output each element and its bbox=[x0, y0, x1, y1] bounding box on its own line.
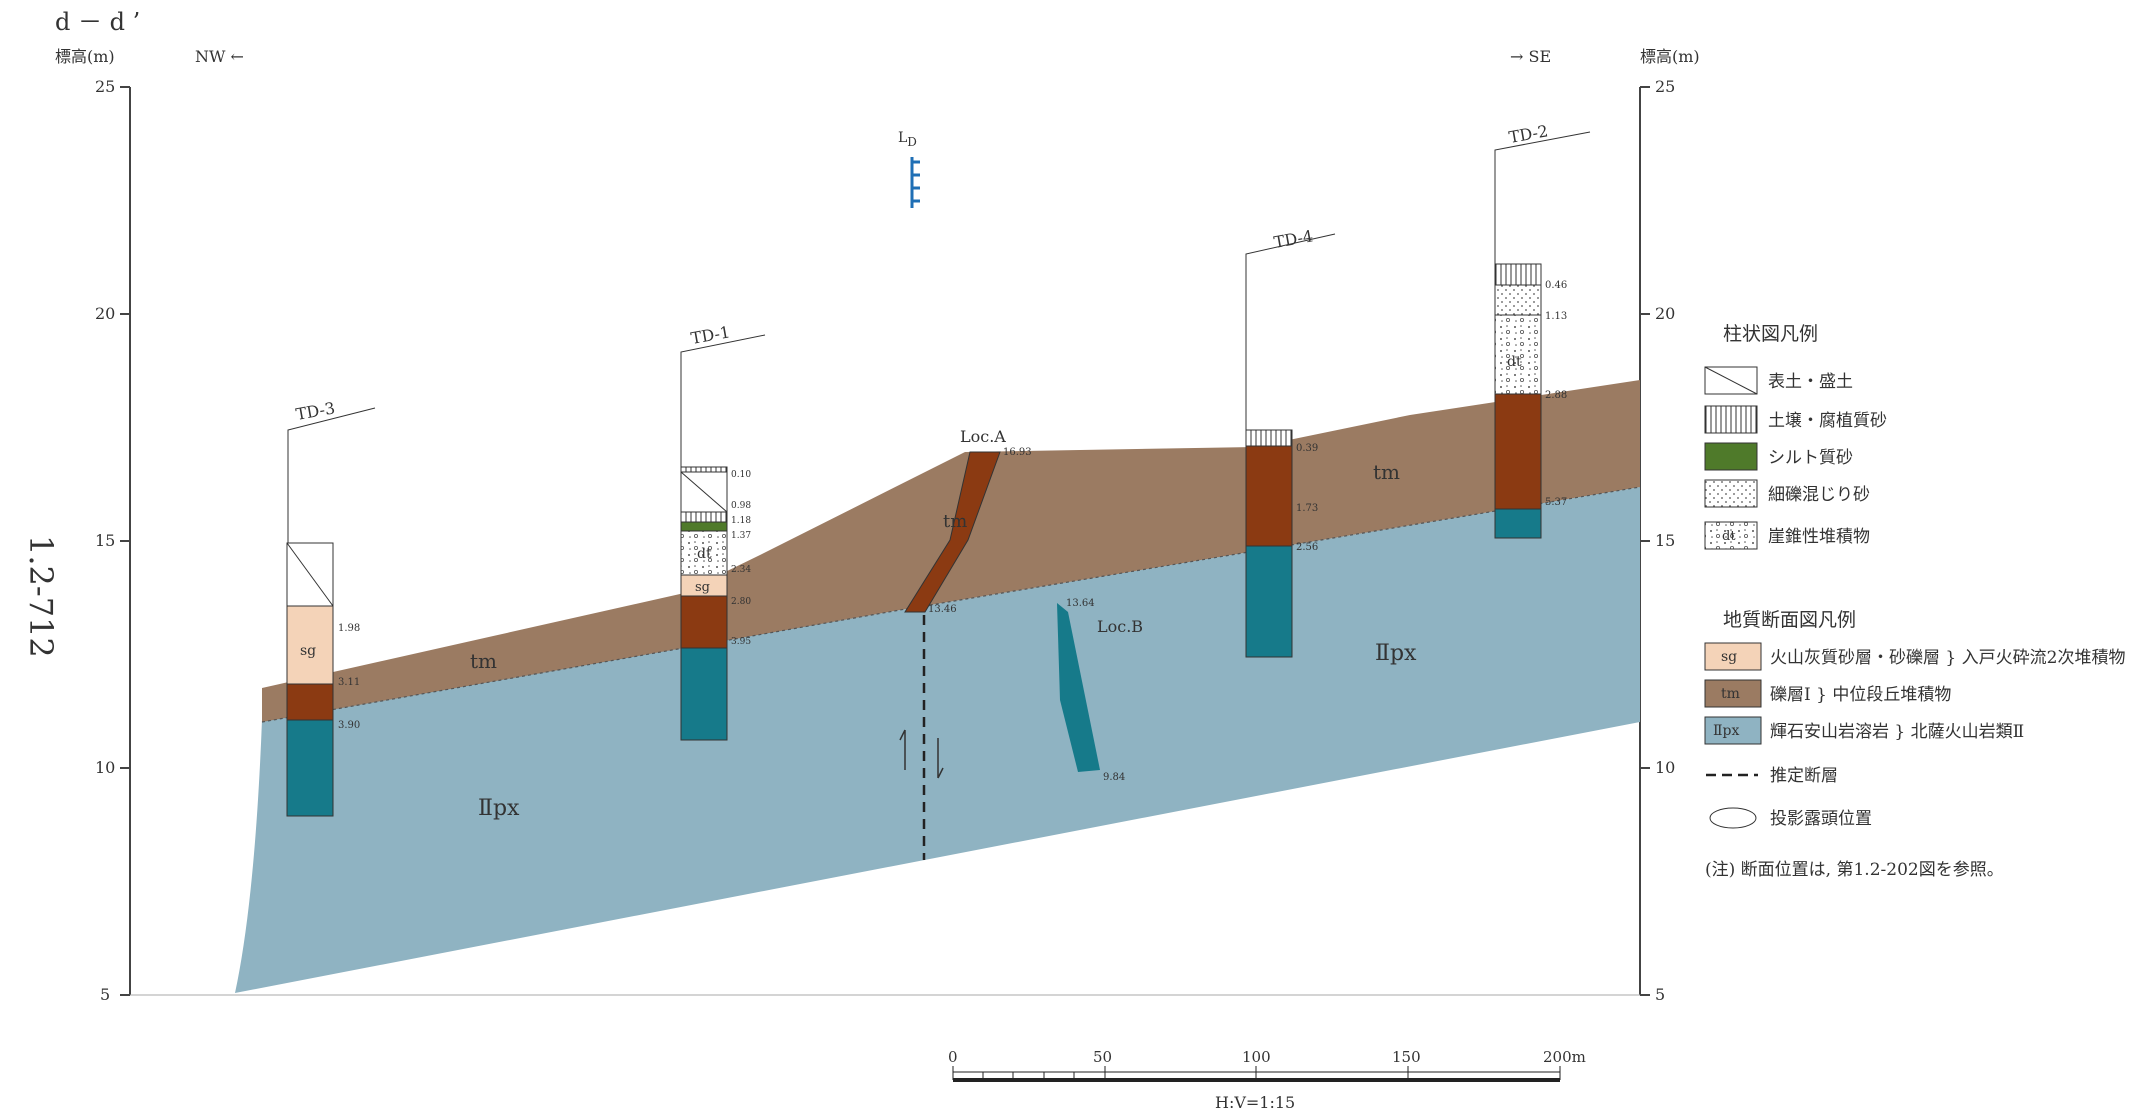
svg-text:2.80: 2.80 bbox=[731, 597, 751, 607]
right-tick-labels: 25 20 15 10 5 bbox=[1655, 77, 1675, 1004]
svg-text:0.98: 0.98 bbox=[731, 501, 751, 511]
svg-text:5.37: 5.37 bbox=[1545, 497, 1567, 508]
svg-text:dt: dt bbox=[1722, 529, 1736, 544]
ld-mark-icon bbox=[910, 157, 920, 208]
tick-label: 5 bbox=[1655, 985, 1665, 1004]
loc-b-top: 13.64 bbox=[1066, 598, 1095, 609]
svg-text:sg: sg bbox=[1721, 649, 1737, 665]
svg-text:細礫混じり砂: 細礫混じり砂 bbox=[1768, 485, 1870, 505]
borehole-td1: TD-1 dt sg 0.10 0.98 1.18 1.37 2.34 2.80… bbox=[680, 322, 766, 741]
svg-text:200m: 200m bbox=[1543, 1048, 1586, 1066]
svg-text:礫層Ⅰ } 中位段丘堆積物: 礫層Ⅰ } 中位段丘堆積物 bbox=[1770, 685, 1951, 705]
svg-text:0.39: 0.39 bbox=[1296, 443, 1318, 454]
svg-text:投影露頭位置: 投影露頭位置 bbox=[1770, 809, 1872, 829]
tm-label: tm bbox=[1373, 460, 1400, 484]
svg-text:3.95: 3.95 bbox=[731, 637, 751, 647]
borehole-name: TD-4 bbox=[1272, 226, 1314, 252]
tick-label: 20 bbox=[95, 304, 115, 323]
loc-b-label: Loc.B bbox=[1097, 617, 1143, 636]
svg-text:dt: dt bbox=[697, 546, 712, 562]
svg-text:dt: dt bbox=[1507, 354, 1522, 370]
svg-text:推定断層: 推定断層 bbox=[1770, 766, 1838, 786]
svg-text:sg: sg bbox=[695, 580, 710, 595]
direction-se: → SE bbox=[1510, 47, 1551, 66]
svg-text:0: 0 bbox=[948, 1048, 958, 1066]
scale-ratio: H:V=1:15 bbox=[1215, 1093, 1295, 1112]
tick-label: 5 bbox=[100, 985, 110, 1004]
svg-text:表土・盛土: 表土・盛土 bbox=[1768, 372, 1853, 392]
tm-label: tm bbox=[943, 511, 967, 532]
ld-label: LD bbox=[898, 130, 917, 149]
svg-text:2.56: 2.56 bbox=[1296, 542, 1318, 553]
section-title: d － d ’ bbox=[55, 8, 140, 36]
svg-text:シルト質砂: シルト質砂 bbox=[1768, 448, 1853, 468]
section-legend-title: 地質断面図凡例 bbox=[1723, 609, 1856, 631]
left-tick-labels: 25 20 15 10 5 bbox=[95, 77, 115, 1004]
svg-text:3.90: 3.90 bbox=[338, 720, 360, 731]
svg-text:1.13: 1.13 bbox=[1545, 311, 1567, 322]
column-legend: 柱状図凡例 表土・盛土 土壌・腐植質砂 シルト質砂 細礫混じり砂 dt 崖錐性堆… bbox=[1704, 323, 1887, 550]
svg-text:1.73: 1.73 bbox=[1296, 503, 1318, 514]
borehole-name: TD-3 bbox=[294, 398, 336, 424]
svg-text:150: 150 bbox=[1392, 1048, 1421, 1066]
px-label: Ⅱpx bbox=[1375, 641, 1417, 666]
svg-text:50: 50 bbox=[1093, 1048, 1112, 1066]
borehole-td3: TD-3 sg 1.98 3.11 3.90 bbox=[286, 398, 376, 817]
right-axis-label: 標高(m) bbox=[1640, 47, 1700, 66]
svg-text:100: 100 bbox=[1242, 1048, 1271, 1066]
svg-text:土壌・腐植質砂: 土壌・腐植質砂 bbox=[1768, 411, 1887, 431]
note: (注) 断面位置は, 第1.2-202図を参照。 bbox=[1705, 860, 2004, 880]
svg-text:火山灰質砂層・砂礫層 } 入戸火砕流2次堆積物: 火山灰質砂層・砂礫層 } 入戸火砕流2次堆積物 bbox=[1770, 648, 2125, 668]
tick-label: 10 bbox=[1655, 758, 1675, 777]
loc-a-body bbox=[904, 451, 1001, 613]
tm-px-boundary bbox=[261, 486, 1641, 723]
tick-label: 25 bbox=[1655, 77, 1675, 96]
fault-arrows-icon bbox=[899, 729, 944, 779]
loc-b-bottom: 9.84 bbox=[1103, 772, 1125, 783]
svg-text:1.18: 1.18 bbox=[731, 516, 751, 526]
tick-label: 15 bbox=[1655, 531, 1675, 550]
section-legend: 地質断面図凡例 sg 火山灰質砂層・砂礫層 } 入戸火砕流2次堆積物 tm 礫層… bbox=[1704, 609, 2125, 880]
loc-a-low: 13.46 bbox=[928, 604, 957, 615]
loc-b-body bbox=[1057, 603, 1100, 772]
svg-text:1.98: 1.98 bbox=[338, 623, 360, 634]
svg-text:崖錐性堆積物: 崖錐性堆積物 bbox=[1768, 527, 1870, 547]
axis-ticks bbox=[120, 86, 1650, 996]
svg-text:2.34: 2.34 bbox=[731, 565, 751, 575]
loc-a-label: Loc.A bbox=[960, 427, 1006, 446]
svg-text:tm: tm bbox=[1721, 686, 1740, 702]
column-legend-title: 柱状図凡例 bbox=[1723, 323, 1818, 345]
svg-text:3.11: 3.11 bbox=[338, 677, 360, 688]
scale-bar: 0 50 100 150 200m H:V=1:15 bbox=[948, 1048, 1586, 1112]
svg-text:sg: sg bbox=[300, 643, 316, 659]
svg-text:2.88: 2.88 bbox=[1545, 390, 1567, 401]
page-number: 1.2-712 bbox=[22, 535, 60, 658]
direction-nw: NW ← bbox=[195, 47, 244, 66]
svg-text:輝石安山岩溶岩 } 北薩火山岩類Ⅱ: 輝石安山岩溶岩 } 北薩火山岩類Ⅱ bbox=[1770, 722, 2024, 742]
tick-label: 20 bbox=[1655, 304, 1675, 323]
borehole-name: TD-2 bbox=[1507, 121, 1549, 147]
tm-label: tm bbox=[470, 649, 497, 673]
svg-text:0.46: 0.46 bbox=[1545, 280, 1567, 291]
borehole-name: TD-1 bbox=[689, 322, 731, 348]
svg-text:0.10: 0.10 bbox=[731, 470, 751, 480]
tick-label: 15 bbox=[95, 531, 115, 550]
outcrop-icon bbox=[1709, 807, 1757, 829]
borehole-td2: TD-2 dt 0.46 1.13 2.88 5.37 bbox=[1494, 121, 1591, 539]
tick-label: 25 bbox=[95, 77, 115, 96]
svg-text:Ⅱpx: Ⅱpx bbox=[1713, 723, 1739, 739]
tick-label: 10 bbox=[95, 758, 115, 777]
svg-text:1.37: 1.37 bbox=[731, 531, 751, 541]
left-axis-label: 標高(m) bbox=[55, 47, 115, 66]
loc-a-value: 16.93 bbox=[1003, 447, 1032, 458]
px-label: Ⅱpx bbox=[478, 796, 520, 821]
borehole-td4: TD-4 0.39 1.73 2.56 bbox=[1245, 226, 1336, 658]
